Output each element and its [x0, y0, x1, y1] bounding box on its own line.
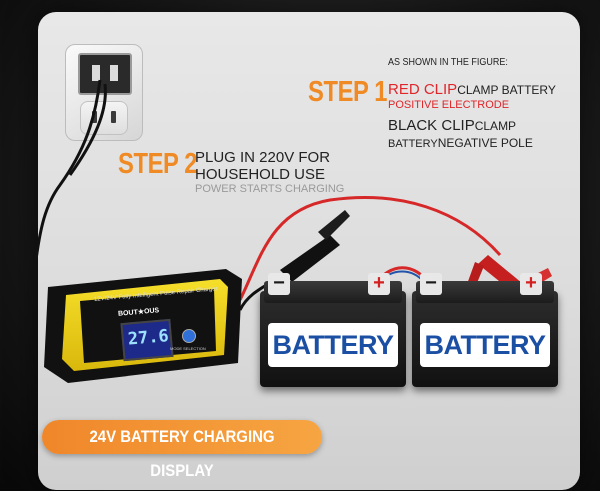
step2-label: STEP 2 [118, 148, 198, 180]
banner-text: 24V BATTERY CHARGING DISPLAY [89, 427, 275, 480]
red-clip-text: RED CLIP [388, 81, 458, 98]
negative-pole-line: BATTERYNEGATIVE POLE [388, 137, 533, 150]
step1-label: STEP 1 [308, 76, 388, 108]
as-shown-text: AS SHOWN IN THE FIGURE: [388, 57, 508, 68]
red-clip-line: RED CLIPCLAMP BATTERY [388, 82, 556, 97]
battery-right: − + BATTERY [412, 273, 560, 387]
mode-button[interactable] [182, 329, 196, 343]
battery-left: − + BATTERY [260, 273, 408, 387]
black-clip-icon [280, 210, 350, 282]
battery-label: BATTERY [420, 323, 550, 367]
black-clip-text: BLACK CLIP [388, 117, 475, 134]
negative-pole-text: NEGATIVE POLE [437, 136, 533, 150]
negative-terminal-icon: − [420, 273, 442, 295]
positive-terminal-icon: + [368, 273, 390, 295]
step2-line2: HOUSEHOLD USE [195, 166, 326, 183]
negative-terminal-icon: − [268, 273, 290, 295]
step2-line3: POWER STARTS CHARGING [195, 183, 345, 195]
mode-selection-label: MODE SELECTION [170, 346, 206, 351]
battery-charger: 12V/24V Fully Intelligent Pulse Repair C… [38, 267, 246, 385]
display-value: 27.6 [127, 326, 170, 350]
positive-electrode-text: POSITIVE ELECTRODE [388, 99, 510, 111]
black-clip-line: BLACK CLIPCLAMP [388, 118, 516, 133]
red-clip-rest: CLAMP BATTERY [457, 83, 556, 97]
black-clip-rest: CLAMP [474, 119, 517, 133]
charger-display: 27.6 [120, 318, 174, 362]
step2-line1: PLUG IN 220V FOR [195, 149, 331, 166]
positive-terminal-icon: + [520, 273, 542, 295]
charging-display-banner: 24V BATTERY CHARGING DISPLAY [42, 420, 322, 480]
battery-label: BATTERY [268, 323, 398, 367]
battery-word: BATTERY [388, 138, 438, 150]
